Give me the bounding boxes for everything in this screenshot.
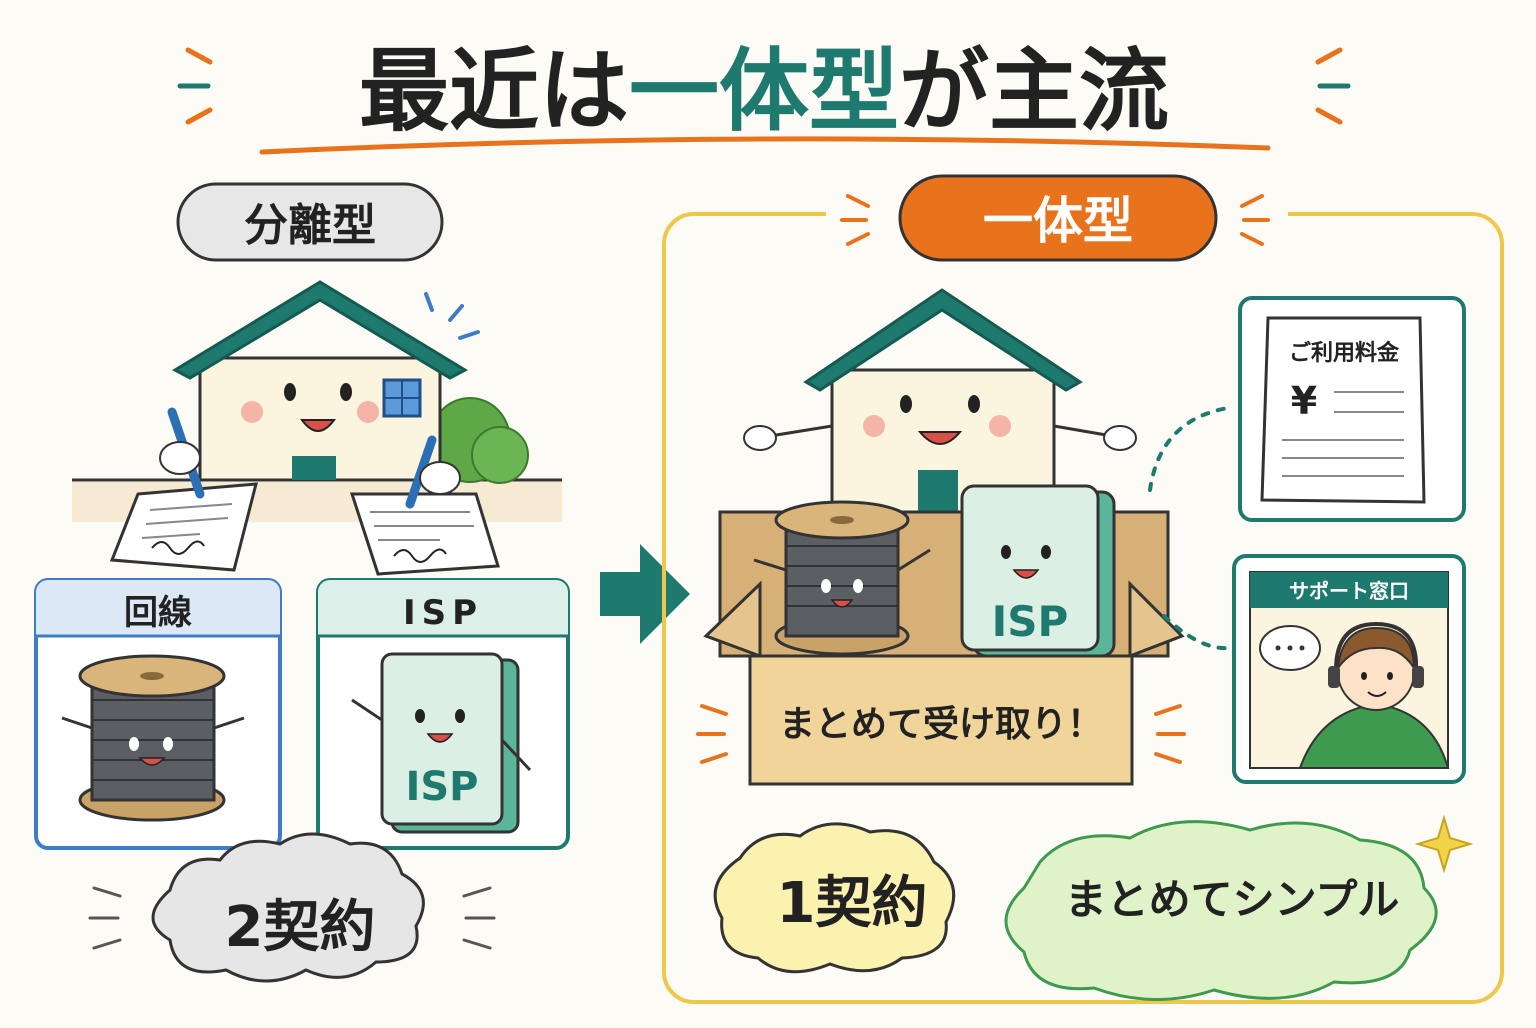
title-decoration-right	[1315, 47, 1351, 125]
pen-left-icon	[159, 407, 205, 499]
box-label: まとめて受け取り！	[779, 704, 1103, 745]
separate-label: 分離型	[244, 200, 376, 251]
separate-contract-bubble: 2契約	[151, 832, 425, 983]
simple-label: まとめてシンプル	[1065, 875, 1400, 924]
integrated-label-decoration	[840, 194, 1270, 246]
integrated-frame	[662, 212, 1504, 1004]
speech-bubble-icon	[1259, 625, 1321, 671]
title-decoration-left	[177, 47, 213, 125]
isp-device-icon-right: ISP	[960, 484, 1116, 658]
line-card-title: 回線	[124, 593, 192, 633]
bubble-decoration	[88, 886, 496, 950]
contract-paper-left	[109, 482, 258, 572]
integrated-label-pill: 一体型	[898, 174, 1218, 262]
house-character-left	[171, 280, 469, 482]
bill-card: ご利用料金 ¥	[1238, 296, 1466, 522]
box-decoration	[696, 704, 1186, 764]
yen-icon: ¥	[1291, 379, 1317, 423]
cable-spool-icon-right	[753, 500, 931, 656]
integrated-contract-count: 1契約	[777, 871, 928, 936]
support-card: サポート窓口	[1232, 554, 1466, 784]
integrated-label: 一体型	[983, 192, 1133, 250]
operator-avatar	[1298, 621, 1450, 769]
isp-device-label-right: ISP	[992, 597, 1069, 646]
sparkle-lines	[424, 292, 480, 340]
isp-card-title: ISP	[403, 593, 483, 633]
isp-device-icon-left: ISP	[351, 652, 532, 834]
support-title: サポート窓口	[1289, 579, 1409, 603]
contract-paper-right	[349, 492, 500, 576]
cable-spool-icon-left	[61, 654, 245, 822]
page-title: 最近は一体型が主流	[359, 39, 1169, 144]
separate-label-pill: 分離型	[176, 182, 444, 262]
isp-device-label-left: ISP	[405, 764, 478, 810]
integrated-contract-bubble: 1契約	[713, 822, 956, 974]
separate-contract-count: 2契約	[225, 895, 376, 960]
bill-title: ご利用料金	[1289, 340, 1400, 366]
connector-bill	[1148, 406, 1230, 492]
bush-icon	[429, 397, 529, 484]
connector-support	[1162, 614, 1230, 651]
sparkle-star-icon	[1414, 814, 1474, 874]
pen-right-icon	[405, 435, 461, 509]
simple-bubble: まとめてシンプル	[1004, 820, 1438, 1001]
title-underline	[259, 136, 1271, 155]
arrow-right-icon	[600, 544, 690, 644]
